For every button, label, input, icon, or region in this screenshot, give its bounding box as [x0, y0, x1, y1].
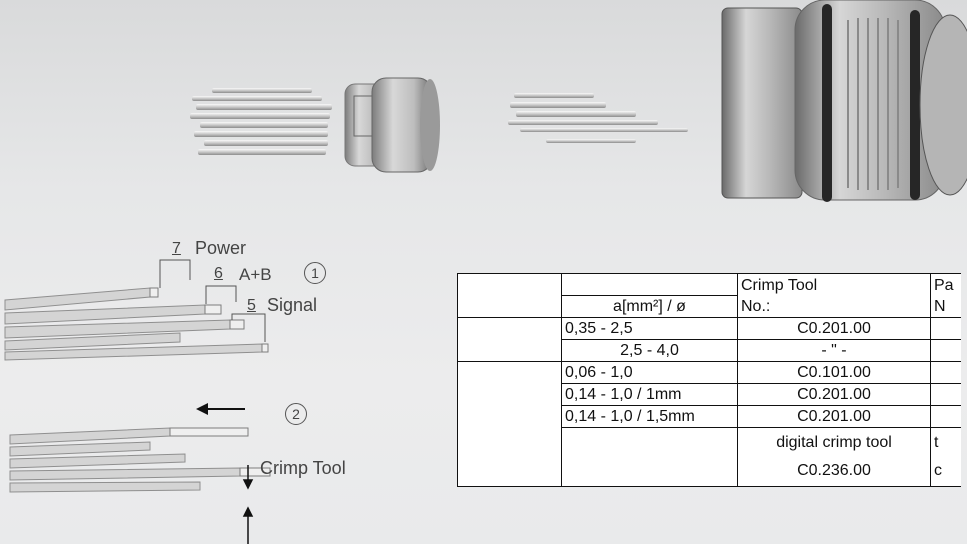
crimp-tool-table: Crimp Tool Pa a[mm²] / ø No.: N 0,35 - 2… — [457, 273, 961, 487]
table-header-row-2: a[mm²] / ø No.: N — [458, 295, 961, 318]
push-direction-arrow — [196, 403, 245, 415]
ab-label: A+B — [239, 265, 272, 284]
digital-tool-label: digital crimp tool — [776, 434, 892, 451]
contact-insert — [344, 77, 440, 173]
connector-housing — [721, 0, 967, 202]
table-row: 0,14 - 1,0 / 1,5mm C0.201.00 — [458, 405, 961, 428]
tool-header-line2: No.: — [737, 295, 931, 318]
contact-pins-right — [508, 93, 688, 143]
table-row: 0,14 - 1,0 / 1mm C0.201.00 — [458, 383, 961, 406]
table-header-row-1: Crimp Tool Pa — [457, 273, 961, 318]
signal-label: Signal — [267, 295, 318, 315]
step-2-marker: 2 — [285, 403, 307, 425]
connector-parts-illustration — [190, 0, 967, 202]
contact-pins-left — [190, 88, 332, 155]
digital-tool-number: C0.236.00 — [797, 462, 871, 479]
pn-header-line2: N — [930, 295, 961, 318]
power-label: Power — [195, 238, 247, 258]
table-row: 0,35 - 2,5 C0.201.00 — [457, 317, 961, 362]
crimp-tool-label: Crimp Tool — [260, 458, 346, 478]
step-1-marker: 1 — [304, 262, 326, 284]
table-row: 0,06 - 1,0 C0.101.00 — [457, 361, 961, 487]
power-dimension: 7 — [172, 240, 181, 257]
table-row: 2,5 - 4,0 - " - — [458, 339, 961, 362]
table-row-digital: digital crimp tool C0.236.00 t c — [458, 427, 961, 487]
wire-stripping-diagram — [4, 259, 271, 544]
pn-header-line1: Pa — [930, 273, 961, 296]
size-column-header: a[mm²] / ø — [561, 295, 738, 318]
signal-dimension: 5 — [247, 297, 256, 314]
ab-dimension: 6 — [214, 265, 223, 282]
tool-header-line1: Crimp Tool — [737, 273, 931, 296]
